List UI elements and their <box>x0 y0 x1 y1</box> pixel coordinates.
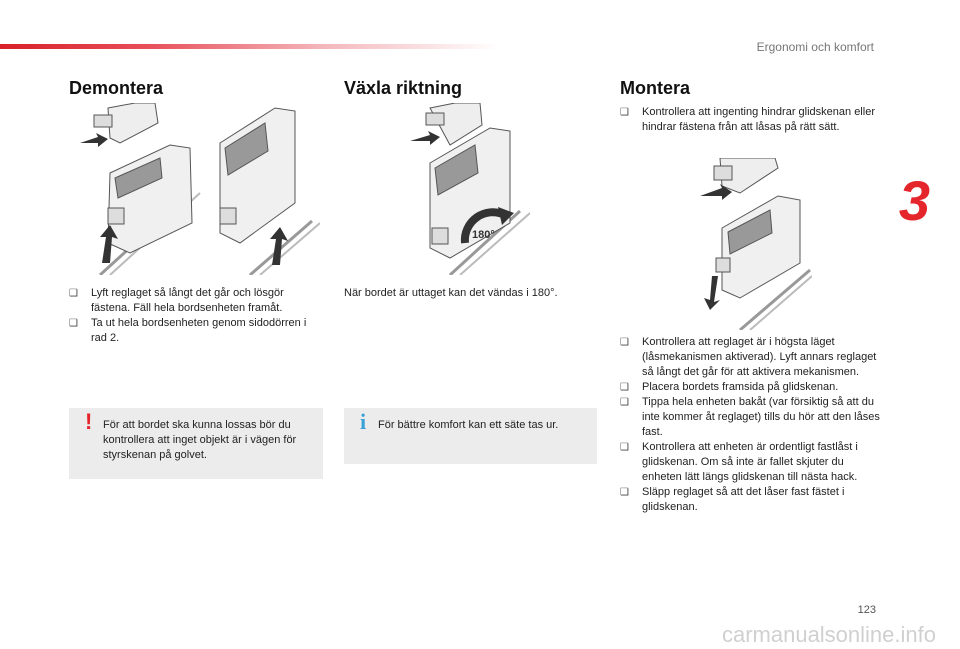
list-item: ❑Kontrollera att ingenting hindrar glids… <box>620 106 875 133</box>
middle-text: När bordet är uttaget kan det vändas i 1… <box>344 287 558 299</box>
heading-demontera: Demontera <box>69 78 164 98</box>
watermark: carmanualsonline.info <box>721 622 936 647</box>
chapter-number: 3 <box>898 169 930 232</box>
illustration-install-table <box>700 158 812 330</box>
list-item: ❑Ta ut hela bordsenheten genom sidodörre… <box>69 317 307 344</box>
warning-box: ! För att bordet ska kunna lossas bör du… <box>69 408 323 479</box>
warning-icon: ! <box>85 409 93 434</box>
checkbox-icon: ❑ <box>620 487 629 498</box>
rotation-label: 180° <box>472 229 495 241</box>
checkbox-icon: ❑ <box>69 288 78 299</box>
list-item: ❑Placera bordets framsida på glidskenan. <box>620 381 839 393</box>
left-bullet-list: ❑Lyft reglaget så långt det går och lösg… <box>69 286 325 346</box>
page-number: 123 <box>857 604 876 616</box>
list-item: ❑Lyft reglaget så långt det går och lösg… <box>69 287 284 314</box>
info-text: För bättre komfort kan ett säte tas ur. <box>378 419 559 431</box>
list-item: ❑Släpp reglaget så att det låser fast fä… <box>620 486 845 513</box>
checkbox-icon: ❑ <box>620 397 629 408</box>
heading-vaxla-riktning: Växla riktning <box>344 78 463 98</box>
list-item: ❑Kontrollera att enheten är ordentligt f… <box>620 441 858 483</box>
checkbox-icon: ❑ <box>620 107 629 118</box>
header-accent-bar <box>0 44 500 49</box>
illustration-remove-table <box>80 103 320 275</box>
checkbox-icon: ❑ <box>620 442 629 453</box>
illustration-rotate-table: 180° <box>410 103 530 275</box>
list-item: ❑Tippa hela enheten bakåt (var försiktig… <box>620 396 880 438</box>
info-box: i För bättre komfort kan ett säte tas ur… <box>344 408 597 464</box>
checkbox-icon: ❑ <box>69 318 78 329</box>
checkbox-icon: ❑ <box>620 382 629 393</box>
section-title: Ergonomi och komfort <box>756 40 874 54</box>
info-icon: i <box>360 409 367 434</box>
warning-text: För att bordet ska kunna lossas bör du k… <box>103 419 297 461</box>
list-item: ❑Kontrollera att reglaget är i högsta lä… <box>620 336 877 378</box>
right-bullet-list-bottom: ❑Kontrollera att reglaget är i högsta lä… <box>620 335 882 515</box>
heading-montera: Montera <box>620 78 691 98</box>
right-bullet-list-top: ❑Kontrollera att ingenting hindrar glids… <box>620 105 878 135</box>
checkbox-icon: ❑ <box>620 337 629 348</box>
